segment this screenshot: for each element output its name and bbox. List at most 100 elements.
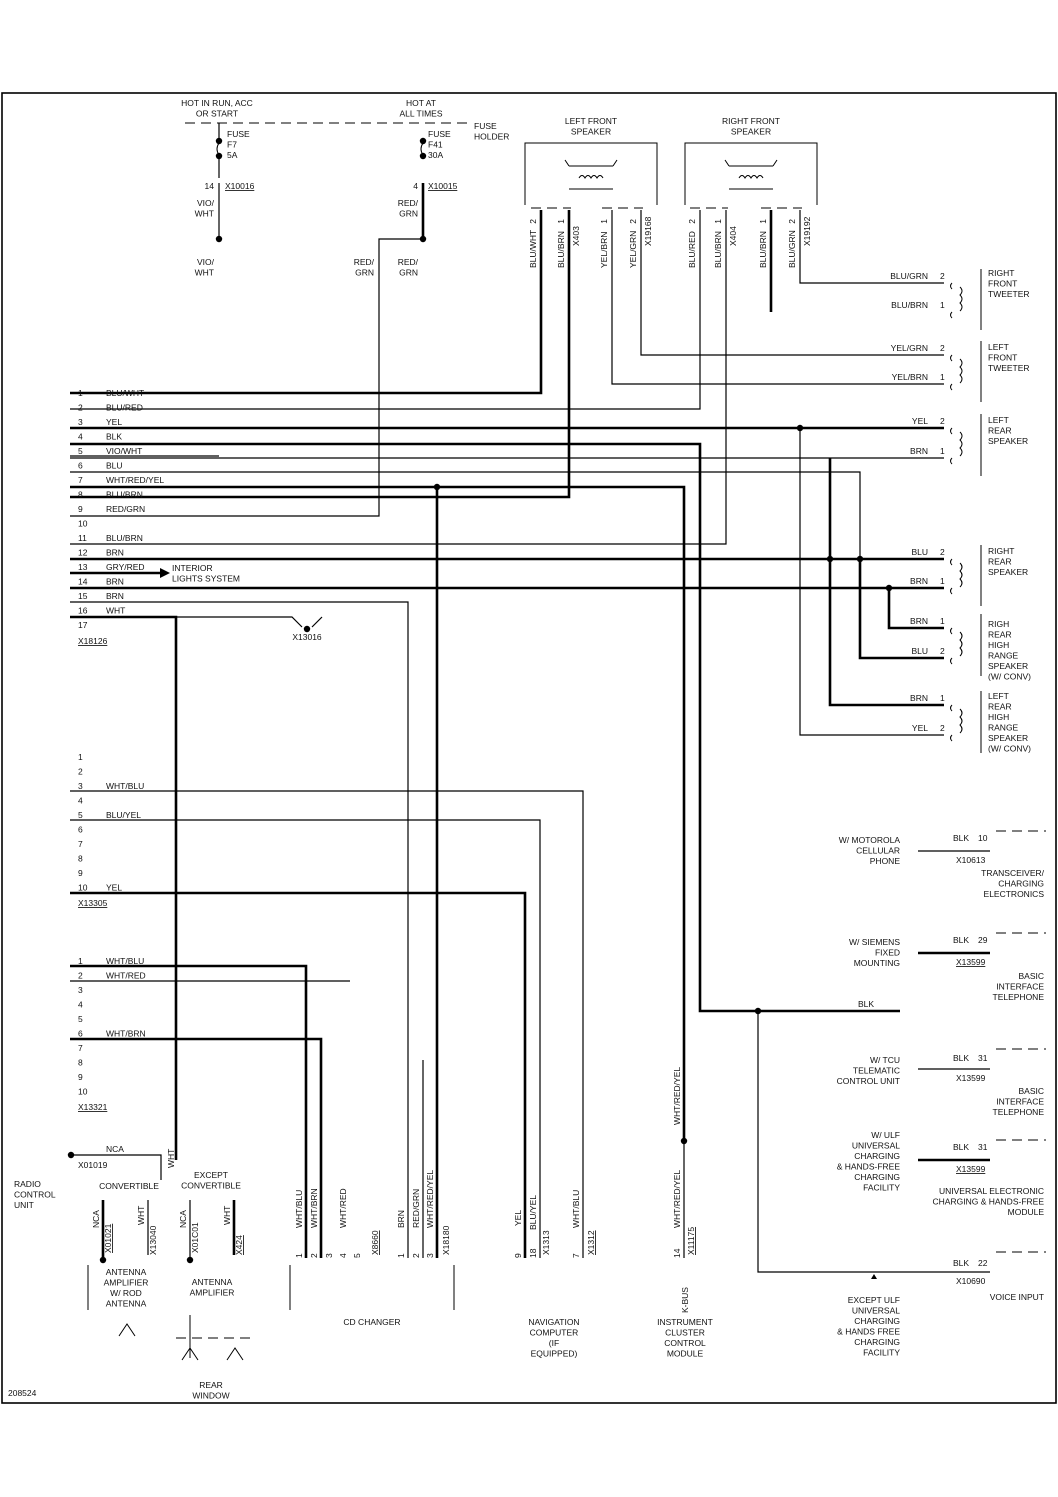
- pin-number: 31: [978, 1053, 988, 1063]
- module-title: VOICE INPUT: [990, 1292, 1044, 1302]
- wire-color-label: BRN: [106, 591, 124, 601]
- wire-wht-blu: [70, 964, 308, 1258]
- navigation-title: EQUIPPED): [531, 1349, 578, 1359]
- condition-label: CELLULAR: [856, 846, 900, 856]
- bus-label: K-BUS: [680, 1287, 690, 1313]
- ground-label: X13016: [292, 632, 322, 642]
- fuse-label: F41: [428, 140, 443, 150]
- speaker-cone-icon: [564, 159, 570, 167]
- pin-number: 1: [940, 616, 945, 626]
- wire-wht: [70, 616, 303, 628]
- speaker-coil-icon: [959, 286, 963, 312]
- splice-dot: [826, 555, 834, 563]
- component-title: (W/ CONV): [988, 672, 1031, 682]
- condition-label: EXCEPT ULF: [848, 1295, 900, 1305]
- speaker-coil-icon: [959, 562, 963, 588]
- speaker-box: [524, 142, 658, 205]
- wire-color-label: WHT/BLU: [294, 1190, 304, 1228]
- wire-color-label: BLU/YEL: [106, 810, 141, 820]
- pin-number: 3: [78, 417, 83, 427]
- condition-label: CHARGING: [854, 1316, 900, 1326]
- connector-label: X8660: [370, 1230, 380, 1255]
- component-title: HIGH: [988, 640, 1009, 650]
- connector-label: X10613: [956, 855, 986, 865]
- connector-label: X01019: [78, 1160, 108, 1170]
- pin-number: 4: [338, 1253, 348, 1258]
- wire-color-label: VIO/: [197, 198, 215, 208]
- speaker-title: SPEAKER: [731, 127, 771, 137]
- wire-color-label: GRY/RED: [106, 562, 145, 572]
- connector-terminal: [950, 704, 953, 712]
- pin-number: 4: [78, 432, 83, 442]
- wire-color-label: YEL: [513, 1210, 523, 1226]
- wire-color-label: NCA: [106, 1144, 124, 1154]
- condition-label: CONVERTIBLE: [181, 1181, 241, 1191]
- wire-color-label: BRN: [396, 1210, 406, 1228]
- connector-label: X19192: [802, 216, 812, 246]
- module-title: UNIVERSAL ELECTRONIC: [939, 1186, 1044, 1196]
- module-title: CHARGING & HANDS-FREE: [933, 1197, 1045, 1207]
- connector-label: X13321: [78, 1102, 108, 1112]
- wire-color-label: WHT/RED/YEL: [672, 1067, 682, 1125]
- fuse-label: FUSE: [428, 129, 451, 139]
- connector-label: X11175: [686, 1227, 696, 1255]
- pin-number: 8: [78, 1058, 83, 1068]
- wire-color-label: BLU/YEL: [528, 1195, 538, 1230]
- pin-number: 1: [294, 1253, 304, 1258]
- speaker-cone-icon: [612, 159, 618, 167]
- wire-color-label: NCA: [178, 1210, 188, 1228]
- diagram-frame: [1, 92, 1057, 1404]
- arrow-icon: [160, 568, 170, 578]
- connector-terminal: [950, 457, 953, 465]
- condition-label: CHARGING: [854, 1337, 900, 1347]
- pin-number: 1: [940, 372, 945, 382]
- wire-color-label: WHT: [106, 606, 125, 616]
- pin-number: 2: [940, 723, 945, 733]
- wire-color-label: BLU/GRN: [787, 230, 797, 268]
- pin-number: 14: [78, 577, 88, 587]
- speaker-coil-icon: [578, 175, 604, 179]
- component-title: SPEAKER: [988, 733, 1028, 743]
- pin-number: 1: [556, 219, 566, 224]
- condition-label: EXCEPT: [194, 1170, 228, 1180]
- speaker-cone-icon: [772, 159, 778, 167]
- pin-number: 5: [352, 1253, 362, 1258]
- wire-color-label: WHT/BLU: [106, 956, 144, 966]
- connector-terminal: [950, 383, 953, 391]
- component-title: SPEAKER: [988, 436, 1028, 446]
- rear-window-label: REAR: [199, 1380, 223, 1390]
- navigation-title: NAVIGATION: [528, 1317, 579, 1327]
- wire-layer: [67, 122, 1046, 1361]
- connector-label: X403: [571, 226, 581, 246]
- pin-number: 5: [78, 810, 83, 820]
- radio-control-unit-label: UNIT: [14, 1200, 34, 1210]
- antenna-icon: [226, 1347, 244, 1361]
- connector-terminal: [950, 627, 953, 635]
- fuse-terminal: [215, 137, 223, 145]
- pin-number: 2: [940, 271, 945, 281]
- wire-color-label: YEL/BRN: [892, 372, 928, 382]
- module-title: INTERFACE: [996, 1097, 1044, 1107]
- instrument-cluster-title: MODULE: [667, 1349, 704, 1359]
- pin-number: 18: [528, 1248, 538, 1258]
- wire-color-label: BRN: [910, 446, 928, 456]
- pin-number: 2: [528, 219, 538, 224]
- antenna-title: AMPLIFIER: [104, 1278, 149, 1288]
- component-title: TWEETER: [988, 289, 1030, 299]
- wire-color-label: BLU/BRN: [758, 231, 768, 268]
- pin-number: 5: [78, 446, 83, 456]
- wire-wht-brn: [70, 1037, 323, 1258]
- wire-color-label: BRN: [910, 693, 928, 703]
- pin-number: 10: [78, 1087, 88, 1097]
- wire-color-label: RED/GRN: [411, 1189, 421, 1228]
- module-title: BASIC: [1018, 971, 1044, 981]
- pin-number: 22: [978, 1258, 988, 1268]
- splice-dot: [99, 1256, 107, 1264]
- wire-color-label: WHT: [195, 268, 214, 278]
- wire-color-label: BLU/GRN: [890, 271, 928, 281]
- fuse-label: 30A: [428, 150, 443, 160]
- pin-number: 2: [940, 343, 945, 353]
- wire-color-label: BRN: [106, 548, 124, 558]
- pin-number: 1: [940, 576, 945, 586]
- fuse-label: 5A: [227, 150, 238, 160]
